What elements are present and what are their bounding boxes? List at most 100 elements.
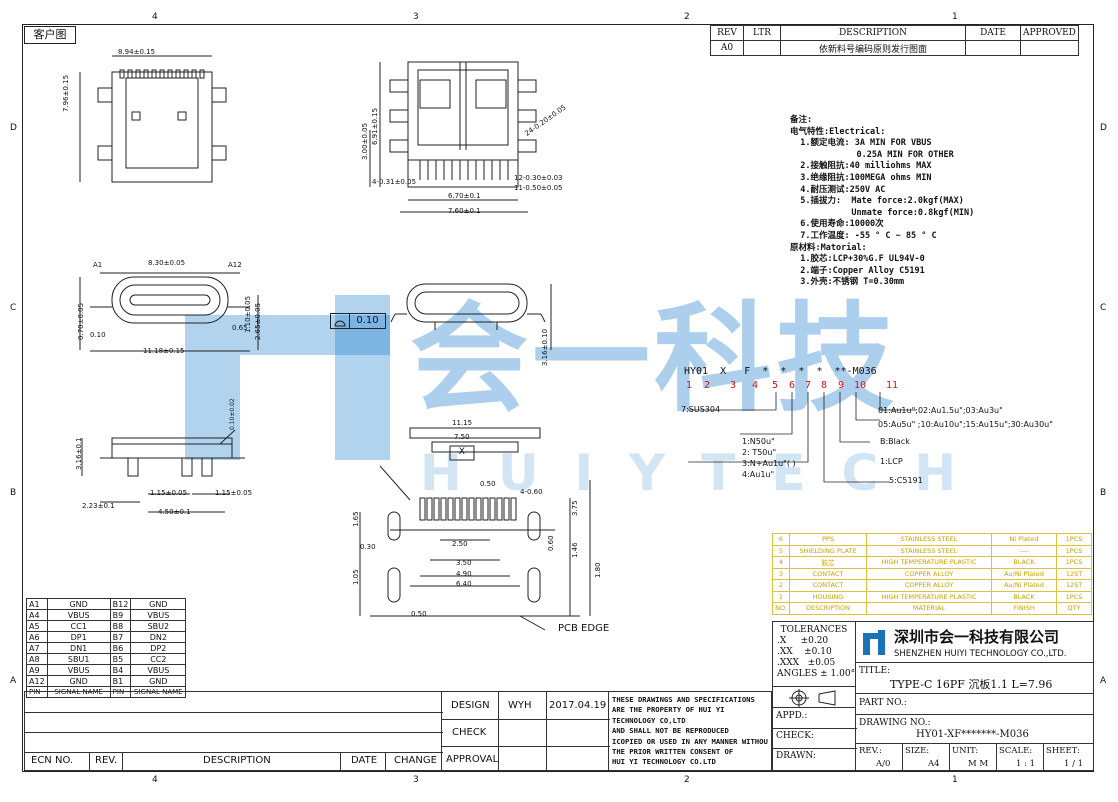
- zone-bottom-2: 2: [684, 775, 690, 785]
- code-option: B:Black: [880, 437, 910, 446]
- zone-bottom-3: 3: [413, 775, 419, 785]
- part-no-label: PART NO.:: [859, 698, 907, 708]
- pcb-v4: 6.40: [456, 580, 472, 588]
- right-side-view-drawing: [390, 283, 552, 350]
- size-label: SIZE:: [905, 746, 930, 756]
- code-index: 7: [805, 380, 812, 391]
- description-col-header: DESCRIPTION: [203, 755, 271, 766]
- disclaimer-line: HUI YI TECHNOLOGY CO.LTD: [612, 757, 716, 767]
- zone-left-a: A: [10, 676, 17, 686]
- pcb-v3: 4.90: [456, 570, 472, 578]
- code-option: 5:C5191: [889, 476, 923, 485]
- check-label: CHECK: [452, 727, 487, 738]
- top-view-drawing: [79, 55, 227, 183]
- notes-title: 备注:: [790, 115, 813, 125]
- code-option: 2: T50u": [742, 448, 777, 457]
- projection-symbol-icon: [772, 686, 856, 708]
- disclaimer-line: TECHNOLOGY CO,LTD: [612, 715, 686, 725]
- zone-left-c: C: [10, 303, 17, 313]
- design-date: 2017.04.19: [549, 700, 607, 711]
- rev-header: REV: [710, 25, 744, 41]
- pcb-w2: 7.50: [454, 433, 470, 441]
- date-header: DATE: [965, 25, 1021, 41]
- front-view-d1: 6.91±0.15: [371, 107, 379, 145]
- top-view-width: 8.94±0.15: [118, 48, 156, 56]
- approval-label: APPROVAL: [446, 754, 499, 765]
- watermark-en: HUIYTECH: [420, 444, 993, 502]
- ecn-block: ECN NO. REV. DESCRIPTION DATE CHANGE: [24, 691, 443, 772]
- company-name-cn: 深圳市会一科技有限公司: [894, 628, 1060, 646]
- flatness-value: 0.10: [356, 315, 379, 326]
- change-col-header: CHANGE: [394, 755, 437, 766]
- notes-line: 5.插拔力: Mate force:2.0kgf(MAX): [790, 196, 964, 207]
- title-field: TITLE: TYPE-C 16PF 沉板1.1 L=7.96: [855, 662, 1094, 694]
- date-value: [965, 40, 1021, 56]
- zone-top-4: 4: [152, 12, 158, 22]
- pcb-h3: 1.05: [352, 569, 360, 585]
- part-no-field: PART NO.:: [855, 693, 1094, 715]
- code-index: 2: [704, 380, 711, 391]
- code-option: 1:LCP: [880, 457, 903, 466]
- notes-line: 0.25A MIN FOR OTHER: [790, 149, 954, 160]
- scale-label: SCALE:: [999, 746, 1033, 756]
- disclaimer-line: THE PRIOR WRITTEN CONSENT OF: [612, 747, 734, 757]
- pcb-h4: 3.75: [571, 500, 579, 516]
- pcb-v1: 2.50: [452, 540, 468, 548]
- title-label: TITLE:: [859, 666, 891, 676]
- side-view-d: 4.50±0.1: [158, 508, 191, 516]
- sheet-label: SHEET:: [1046, 746, 1080, 756]
- rev-label: REV.:: [859, 746, 882, 756]
- code-index: 6: [789, 380, 796, 391]
- zone-top-1: 1: [952, 12, 958, 22]
- approval-block: DESIGN WYH 2017.04.19 CHECK APPROVAL: [441, 691, 610, 772]
- notes-line: 电气特性:Electrical:: [790, 126, 886, 137]
- approved-header: APPROVED: [1020, 25, 1079, 41]
- tolerance-row: .XX ±0.10: [777, 647, 832, 657]
- company-block: 深圳市会一科技有限公司 SHENZHEN HUIYI TECHNOLOGY CO…: [855, 621, 1094, 663]
- tolerances-block: TOLERANCES .X ±0.20 .XX ±0.10 .XXX ±0.05…: [772, 621, 856, 687]
- approved-value: [1020, 40, 1079, 56]
- notes-line: 1.胶芯:LCP+30%G.F UL94V-0: [790, 254, 925, 265]
- ecn-header: ECN NO.: [31, 755, 74, 766]
- zone-top-3: 3: [413, 12, 419, 22]
- code-index: 9: [838, 380, 845, 391]
- front-view-d3: 4-0.31±0.05: [372, 178, 417, 186]
- end-view-h1: 0.70±0.05: [77, 302, 85, 340]
- unit-label: UNIT:: [952, 746, 979, 756]
- pcb-d1: 0.50: [480, 480, 496, 488]
- customer-drawing-label: 客户图: [24, 26, 76, 44]
- end-view-pin-a12: A12: [228, 261, 242, 269]
- end-view-width-top: 8.30±0.05: [148, 259, 186, 267]
- code-option: 3:N+Au1u"( ): [742, 459, 796, 468]
- code-index: 11: [886, 380, 899, 391]
- rev-value: A/0: [876, 759, 891, 769]
- code-index: 1: [686, 380, 693, 391]
- pcb-r1: 1.80: [594, 562, 602, 578]
- end-view-drawing: [79, 272, 259, 352]
- disclaimer-line: AND SHALL NOT BE REPRODUCED: [612, 726, 729, 736]
- notes-line: Unmate force:0.8kgf(MIN): [790, 207, 975, 218]
- end-view-h3: 2.65±0.05: [254, 302, 262, 340]
- zone-left-d: D: [10, 123, 17, 133]
- drawing-frame: [22, 24, 1094, 772]
- sheet-info-row: REV.: A/0 SIZE: A4 UNIT: M M SCALE: 1 : …: [855, 743, 1094, 772]
- zone-bottom-1: 1: [952, 775, 958, 785]
- end-view-w-bottom: 11.18±0.15: [143, 347, 185, 355]
- disclaimer-line: THESE DRAWINGS AND SPECIFICATIONS: [612, 695, 755, 704]
- zone-top-2: 2: [684, 12, 690, 22]
- notes-line: 2.接触阻抗:40 milliohms MAX: [790, 161, 932, 172]
- disclaimer-line: ARE THE PROPERTY OF HUI YI: [612, 705, 725, 715]
- tolerances-title: TOLERANCES: [780, 625, 848, 635]
- tolerance-row: .XXX ±0.05: [777, 658, 836, 668]
- notes-line: 原材料:Matorial:: [790, 242, 867, 253]
- front-view-drawing: [369, 61, 537, 213]
- side-view-h: 3.16±0.1: [75, 437, 83, 470]
- front-view-d7: 11-0.50±0.05: [514, 184, 563, 192]
- pcb-datum: -X-: [456, 447, 468, 457]
